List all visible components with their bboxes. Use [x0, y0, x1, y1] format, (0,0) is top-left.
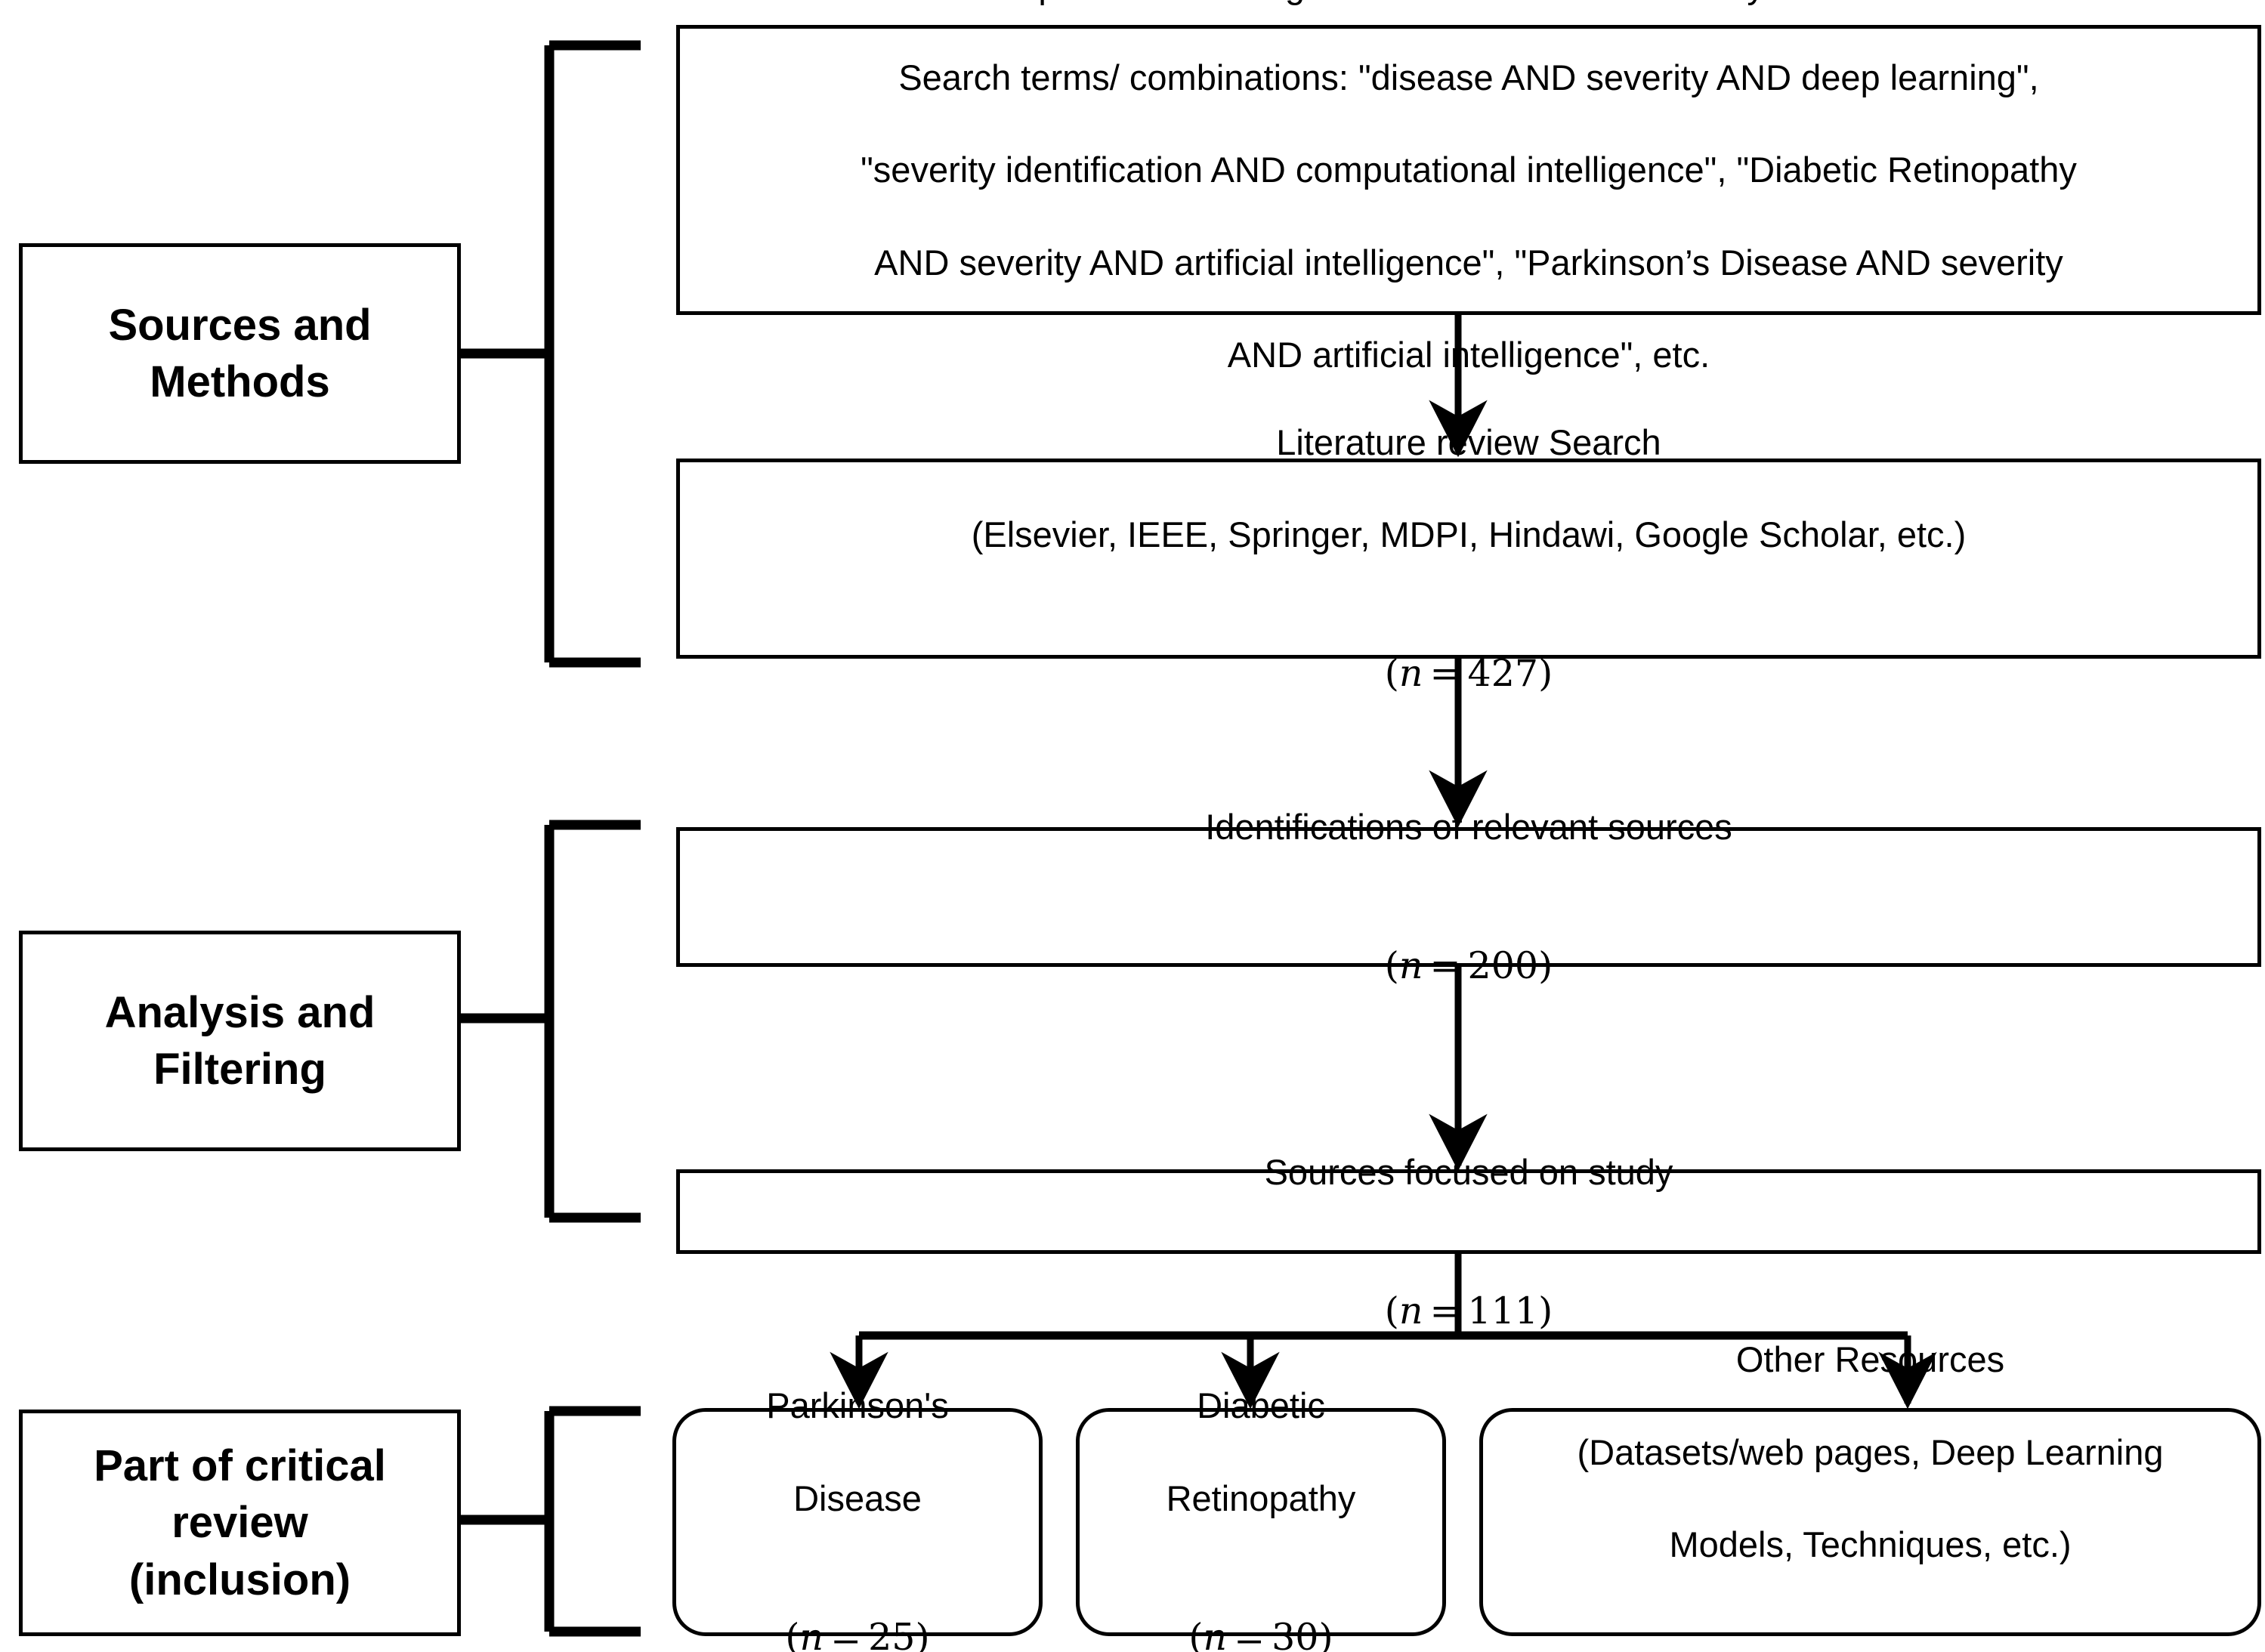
- diabetic-retinopathy-node-text: Diabetic Retinopathy (n=30): [1154, 1336, 1368, 1652]
- stage-label-box-analysis-and-filtering: Analysis and Filtering: [19, 931, 461, 1151]
- identifications-node-text: Identifications of relevant sources (n=2…: [1193, 758, 1744, 1036]
- sources-focused-node: Sources focused on study (n=111): [676, 1152, 2261, 1332]
- sources-focused-node-text: Sources focused on study (n=111): [1253, 1102, 1686, 1381]
- stage-label-box-part-of-critical-review: Part of critical review (inclusion): [19, 1410, 461, 1636]
- fanout-connector: [830, 1254, 1937, 1410]
- bracket-part-of-critical-review: [459, 1406, 641, 1637]
- sources-focused-count: (n=111): [1384, 1289, 1553, 1332]
- identifications-node: Identifications of relevant sources (n=2…: [676, 807, 2261, 987]
- other-resources-node-text: Other Resources (Datasets/web pages, Dee…: [1565, 1290, 2176, 1652]
- bracket-analysis-and-filtering: [459, 820, 641, 1223]
- other-resources-node: Other Resources (Datasets/web pages, Dee…: [1479, 1339, 2261, 1636]
- literature-review-count: (n=427): [1384, 652, 1553, 696]
- stage-label-box-sources-and-methods: Sources and Methods: [19, 243, 461, 464]
- bracket-sources-and-methods: [459, 40, 641, 668]
- search-terms-node-text: Computational Intelligence based Disease…: [861, 0, 2077, 375]
- search-terms-node: Computational Intelligence based Disease…: [676, 0, 2261, 375]
- parkinsons-disease-node-text: Parkinson's Disease (n=25): [754, 1336, 960, 1652]
- parkinsons-disease-count: (n=25): [785, 1615, 930, 1652]
- identifications-count: (n=200): [1384, 944, 1553, 988]
- stage-label-text-analysis-and-filtering: Analysis and Filtering: [104, 987, 375, 1094]
- stage-label-text-sources-and-methods: Sources and Methods: [108, 300, 372, 406]
- literature-review-node: Literature review Search (Elsevier, IEEE…: [676, 422, 2261, 695]
- diabetic-retinopathy-node: Diabetic Retinopathy (n=30): [1076, 1385, 1446, 1652]
- other-resources-count: (n=56): [1577, 1613, 2164, 1652]
- parkinsons-disease-node: Parkinson's Disease (n=25): [672, 1385, 1043, 1652]
- stage-label-text-part-of-critical-review: Part of critical review (inclusion): [94, 1440, 386, 1604]
- literature-review-node-text: Literature review Search (Elsevier, IEEE…: [959, 373, 1979, 744]
- diabetic-retinopathy-count: (n=30): [1188, 1615, 1333, 1652]
